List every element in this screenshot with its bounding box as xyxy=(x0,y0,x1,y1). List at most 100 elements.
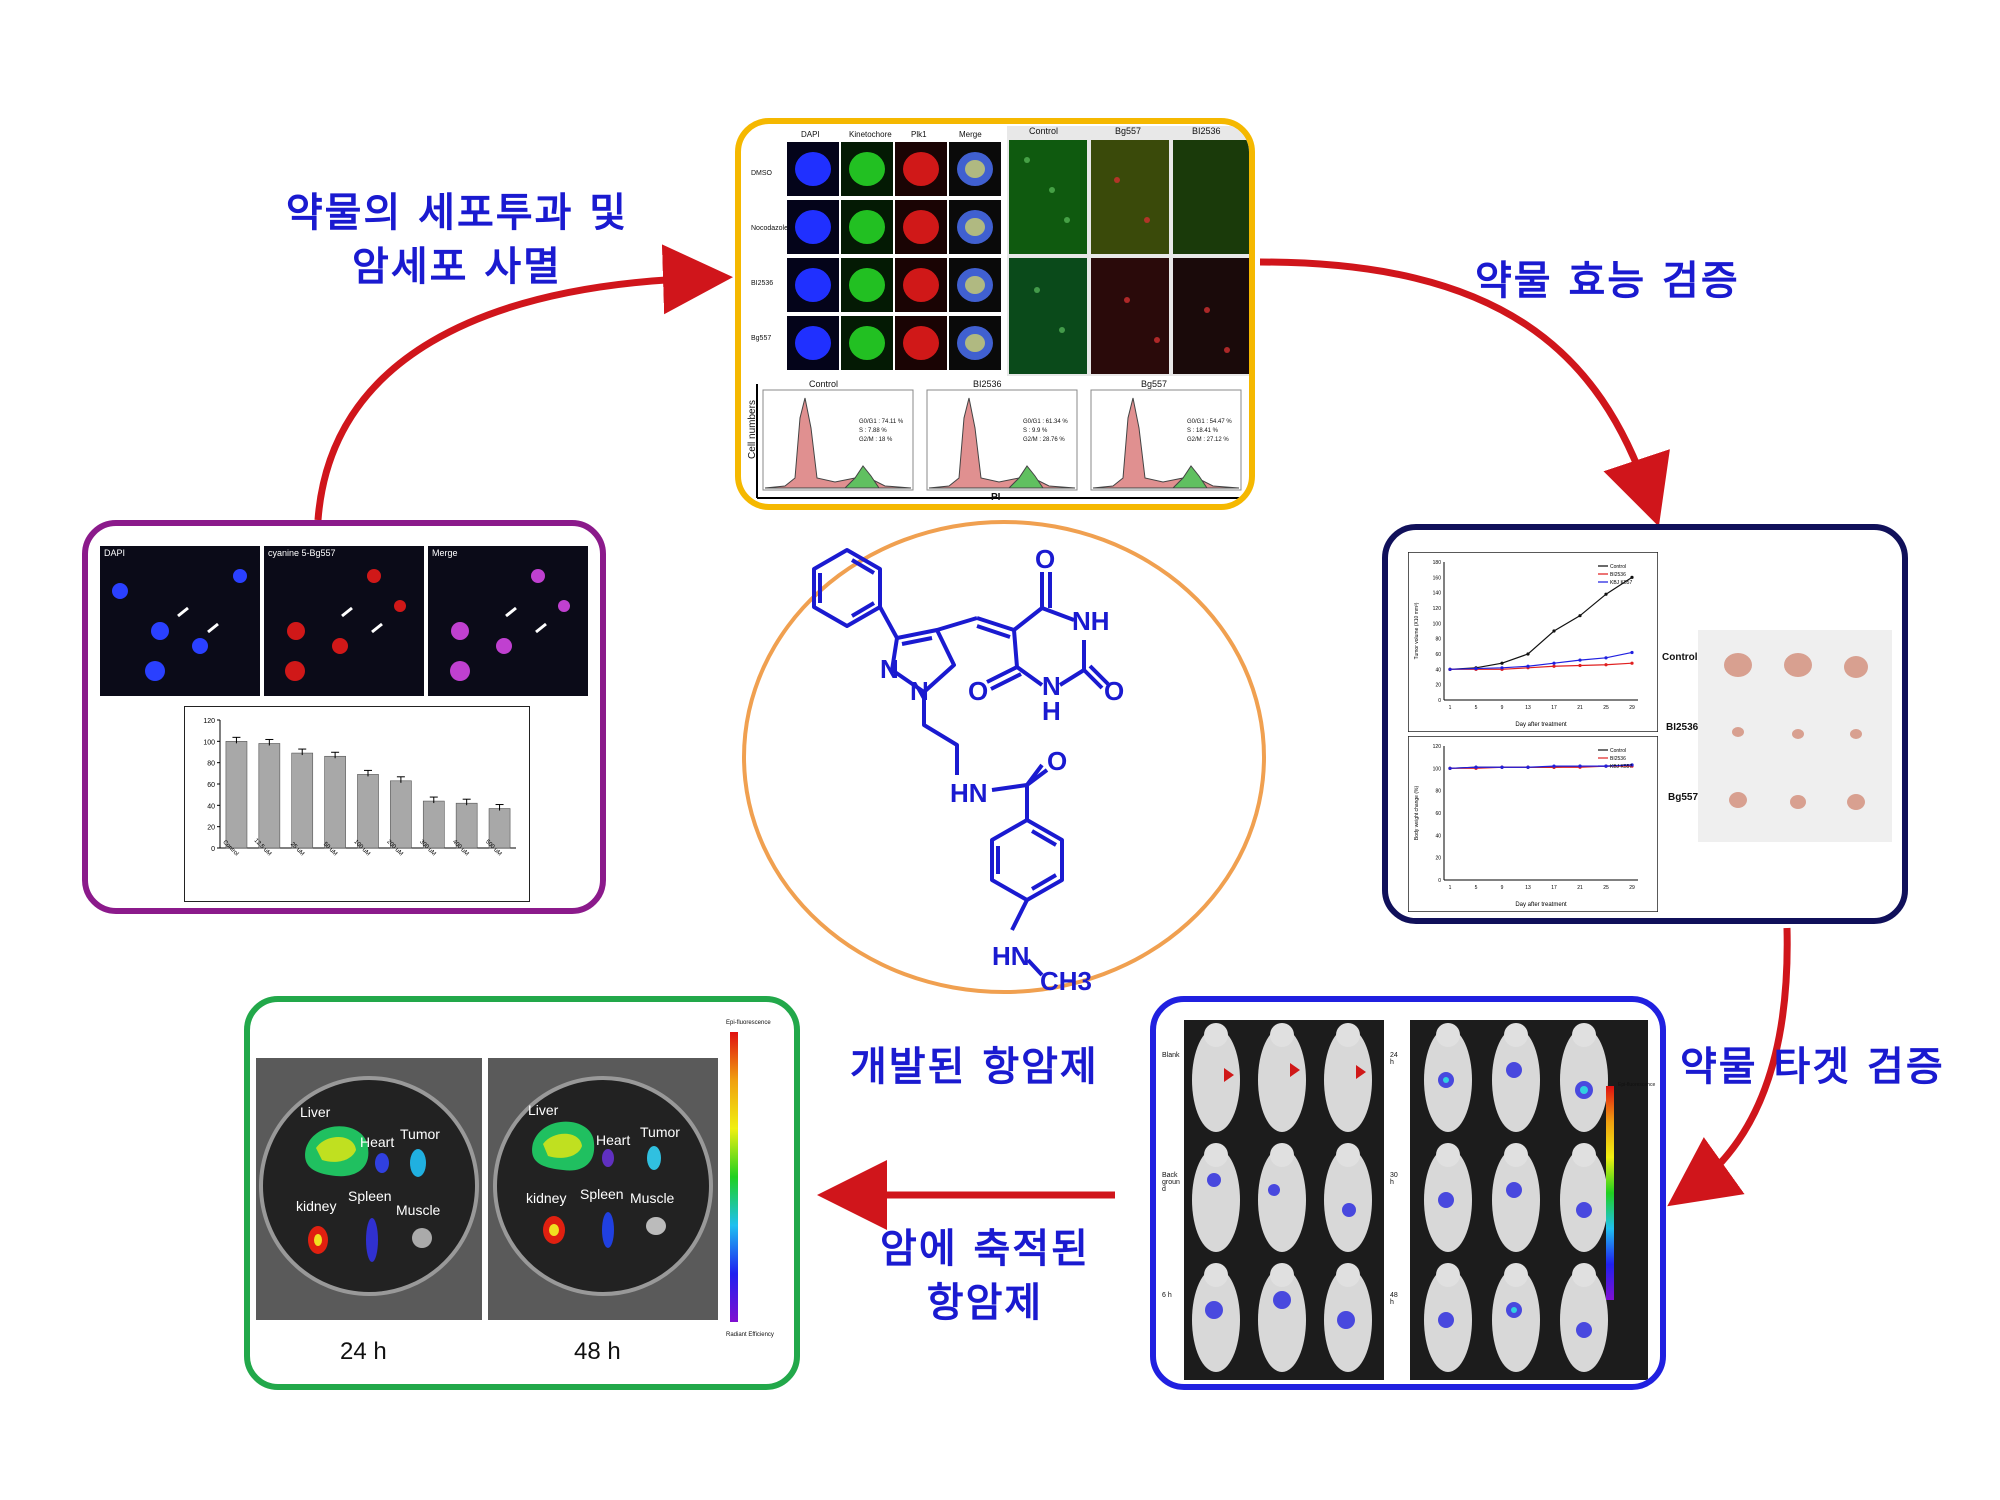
petri-dish xyxy=(493,1076,713,1296)
time-label: 48 h xyxy=(574,1338,621,1365)
x-tick-label: 13 xyxy=(1525,885,1531,891)
organ-label: Tumor xyxy=(640,1124,680,1140)
time-label: 24 h xyxy=(340,1338,387,1365)
row-label: Background xyxy=(1162,1172,1180,1193)
data-point xyxy=(1552,629,1556,633)
scale-footer: Radiant Efficiency xyxy=(726,1332,774,1338)
organ-label: Liver xyxy=(528,1102,559,1118)
flow-stat: G0/G1 : 54.47 %S : 18.41 %G2/M : 27.12 % xyxy=(1187,418,1232,445)
flow-stat-line: S : 7.88 % xyxy=(859,428,887,434)
caption-drug-efficacy: 약물 효능 검증 xyxy=(1475,258,1740,304)
data-point xyxy=(1448,667,1452,671)
legend-label: KBJ K557 xyxy=(1610,580,1632,586)
atom-N: N xyxy=(880,654,899,684)
x-tick-label: 9 xyxy=(1501,705,1504,711)
y-tick-label: 120 xyxy=(1433,606,1442,612)
bar xyxy=(225,741,248,849)
organ-label: kidney xyxy=(296,1198,337,1214)
molecule-structure: O NH O N H O N N HN O HN CH3 xyxy=(812,544,1124,994)
data-point xyxy=(1578,764,1582,768)
y-tick-label: 80 xyxy=(1435,637,1441,643)
y-tick-label: 100 xyxy=(1433,766,1442,772)
bar xyxy=(357,774,379,849)
legend-label: Control xyxy=(1610,564,1626,570)
data-point xyxy=(1630,763,1634,767)
x-tick-label: 29 xyxy=(1629,885,1635,891)
atom-O: O xyxy=(1104,676,1124,706)
caption-developed-drug: 개발된 항암제 xyxy=(850,1044,1099,1090)
petri-dish xyxy=(259,1076,479,1296)
arrow-top-to-right xyxy=(1259,258,1670,527)
y-tick-label: 120 xyxy=(1433,744,1442,750)
data-point xyxy=(1500,661,1504,665)
row-label: Bg557 xyxy=(751,335,772,342)
col-header: Bg557 xyxy=(1115,126,1142,136)
tumor-label: BI2536 xyxy=(1666,722,1699,733)
organ-label: Liver xyxy=(300,1104,331,1120)
flow-stat: G0/G1 : 74.11 %S : 7.88 %G2/M : 18 % xyxy=(859,418,903,445)
micrograph-images xyxy=(1009,140,1249,374)
col-header: DAPI xyxy=(801,130,820,139)
col-header: Merge xyxy=(959,130,982,139)
y-tick-label: 140 xyxy=(1433,591,1442,597)
scale-title: Epi-fluorescence xyxy=(726,1020,771,1026)
panel-biodistribution: Liver Heart Tumor kidney Spleen Muscle L… xyxy=(244,996,800,1390)
data-point xyxy=(1526,652,1530,656)
col-header: BI2536 xyxy=(1192,126,1221,136)
x-tick-label: 5 xyxy=(1475,705,1478,711)
atom-O: O xyxy=(1047,746,1067,776)
image-label: DAPI xyxy=(104,548,126,558)
flow-stat: G0/G1 : 61.34 %S : 9.9 %G2/M : 28.76 % xyxy=(1023,418,1068,445)
x-tick-label: 29 xyxy=(1629,705,1635,711)
col-header: Plk1 xyxy=(911,130,927,139)
series-line xyxy=(1450,662,1633,670)
caption-line: 항암제 xyxy=(926,1280,1044,1326)
flow-stat-line: G0/G1 : 61.34 % xyxy=(1023,419,1068,425)
y-axis-label: Tumor volume (X10 mm³) xyxy=(1414,602,1420,659)
x-tick-label: 17 xyxy=(1551,705,1557,711)
data-point xyxy=(1526,664,1530,668)
mouse-imaging-grid xyxy=(1184,1020,1648,1380)
data-point xyxy=(1526,765,1530,769)
data-point xyxy=(1500,666,1504,670)
data-point xyxy=(1604,592,1608,596)
y-tick-label: 60 xyxy=(1435,652,1441,658)
y-tick-label: 40 xyxy=(1435,833,1441,839)
row-label: 6 h xyxy=(1162,1292,1172,1299)
data-point xyxy=(1630,575,1634,579)
x-tick-label: 25 xyxy=(1603,885,1609,891)
flow-stat-line: G2/M : 18 % xyxy=(859,437,893,443)
data-point xyxy=(1578,663,1582,668)
x-tick-label: 1 xyxy=(1449,885,1452,891)
row-label: BI2536 xyxy=(751,280,774,287)
caption-cell-penetration: 약물의 세포투과 및 암세포 사멸 xyxy=(262,186,652,294)
x-tick-label: 21 xyxy=(1577,885,1583,891)
legend-label: KBJ K557 xyxy=(1610,764,1632,770)
y-tick-label: 180 xyxy=(1433,560,1442,566)
organ-label: Spleen xyxy=(348,1188,392,1204)
flow-stat-line: S : 18.41 % xyxy=(1187,428,1219,434)
color-scale-bar xyxy=(1606,1086,1614,1300)
flow-title: Control xyxy=(809,379,839,389)
series-line xyxy=(1449,651,1633,670)
x-tick-label: 9 xyxy=(1501,885,1504,891)
time-label: 48 h xyxy=(1390,1292,1398,1306)
data-point xyxy=(1500,765,1504,769)
caption-line: 암에 축적된 xyxy=(880,1226,1090,1272)
x-tick-label: 1 xyxy=(1449,705,1452,711)
y-tick-label: 120 xyxy=(203,718,215,725)
bar xyxy=(258,743,281,849)
x-axis-label: Day after treatment xyxy=(1515,722,1567,728)
tumor-photo xyxy=(1698,630,1892,842)
image-label: Merge xyxy=(432,548,458,558)
organ-label: Heart xyxy=(360,1134,395,1150)
chart-frame xyxy=(1408,736,1658,912)
flow-y-label: Cell numbers xyxy=(746,400,758,459)
panel-target-validation: Blank Background 6 h 24 h 30 h 48 h Epi-… xyxy=(1150,996,1666,1390)
row-label: Blank xyxy=(1162,1052,1180,1059)
legend-label: BI2536 xyxy=(1610,756,1626,762)
y-tick-label: 0 xyxy=(211,846,215,853)
